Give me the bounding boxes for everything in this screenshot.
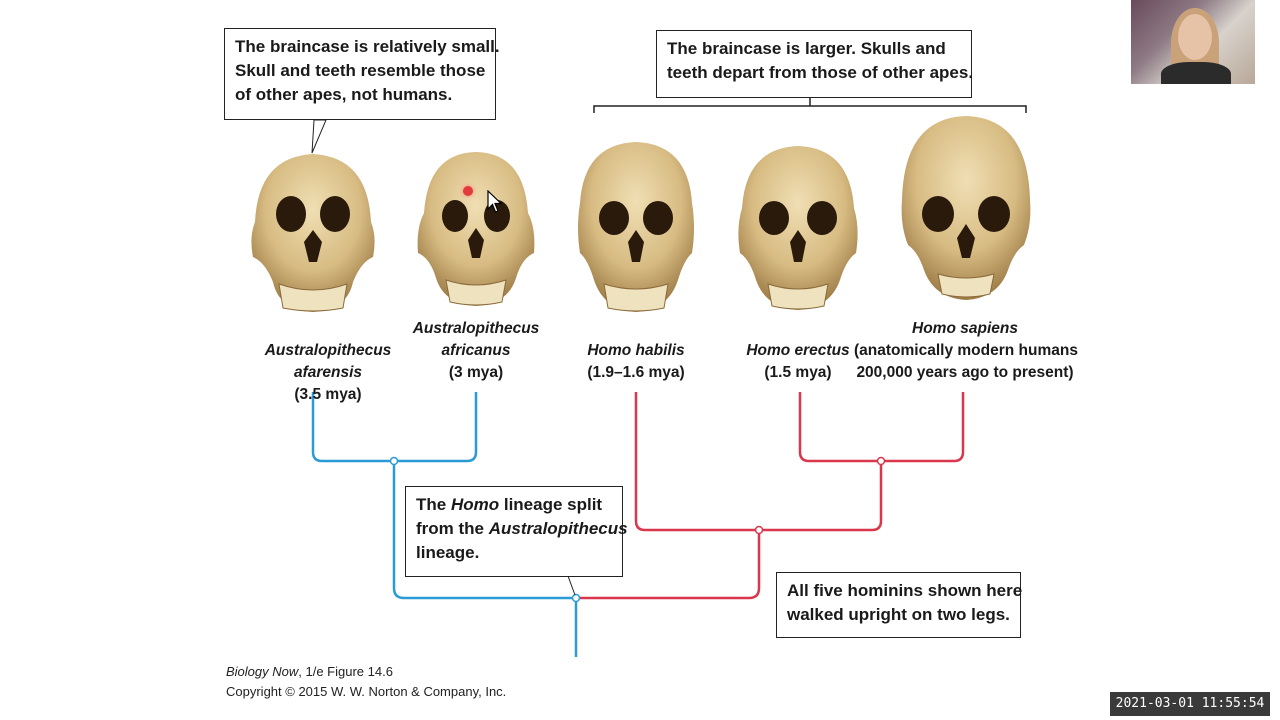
skull-africanus [417, 152, 535, 306]
presenter-body [1161, 62, 1231, 84]
callout-pointer-left [311, 119, 327, 154]
species-name: Australopithecus [412, 320, 540, 337]
species-name: africanus [441, 342, 511, 359]
callout-line: walked upright on two legs. [787, 605, 1010, 624]
copyright: Copyright © 2015 W. W. Norton & Company,… [226, 684, 507, 699]
species-date: (3.5 mya) [294, 386, 362, 403]
australopithecus-stem [392, 461, 576, 600]
text-fragment: Australopithecus [488, 519, 628, 538]
species-name: Homo erectus [746, 342, 850, 359]
callout-large-braincase: The braincase is larger. Skulls and teet… [656, 30, 974, 98]
text-fragment: The [416, 495, 451, 514]
callout-line: Skull and teeth resemble those [235, 61, 486, 80]
label-sapiens: Homo sapiens (anatomically modern humans… [854, 318, 1078, 384]
presenter-face [1178, 14, 1212, 60]
text-fragment: lineage split [499, 495, 603, 514]
recording-timestamp: 2021-03-01 11:55:54 [1110, 692, 1270, 716]
species-detail: 200,000 years ago to present) [856, 364, 1074, 381]
node-erectus-sapiens [876, 456, 886, 466]
node-australopithecus [389, 456, 399, 466]
label-africanus: Australopithecus africanus (3 mya) [400, 318, 552, 384]
species-name: afarensis [293, 364, 363, 381]
callout-pointer-split [562, 575, 576, 596]
callout-homo-split: The Homo lineage split from the Australo… [405, 486, 628, 577]
callout-line: The braincase is larger. Skulls and [667, 39, 946, 58]
node-root [571, 593, 581, 603]
skull-habilis [578, 142, 694, 312]
species-date: (1.9–1.6 mya) [587, 364, 685, 381]
figure-credit: Biology Now, 1/e Figure 14.6 Copyright ©… [226, 662, 506, 702]
callout-line: of other apes, not humans. [235, 85, 453, 104]
species-detail: (anatomically modern humans [854, 342, 1078, 359]
text-fragment: Homo [450, 495, 500, 514]
skull-afarensis [251, 154, 375, 312]
erectus-sapiens-branch [798, 392, 965, 463]
book-title: Biology Now [226, 664, 299, 679]
callout-line: The braincase is relatively small. [235, 37, 500, 56]
mouse-cursor-icon [487, 190, 503, 213]
callout-upright: All five hominins shown here walked upri… [776, 572, 1023, 638]
homo-stem [576, 530, 761, 600]
callout-line: teeth depart from those of other apes. [667, 63, 974, 82]
species-date: (3 mya) [448, 364, 504, 381]
species-date: (1.5 mya) [764, 364, 832, 381]
callout-line: lineage. [416, 543, 480, 562]
callout-small-braincase: The braincase is relatively small. Skull… [224, 28, 500, 120]
figure-number: , 1/e Figure 14.6 [298, 664, 393, 679]
label-afarensis: Australopithecus afarensis (3.5 mya) [248, 340, 408, 406]
label-habilis: Homo habilis (1.9–1.6 mya) [566, 340, 706, 384]
species-name: Homo sapiens [912, 320, 1018, 337]
webcam-video [1131, 0, 1255, 84]
callout-line: All five hominins shown here [787, 581, 1023, 600]
node-homo [754, 525, 764, 535]
text-fragment: from the [416, 519, 489, 538]
skull-sapiens [901, 116, 1031, 300]
species-name: Australopithecus [264, 342, 392, 359]
homo-bracket [593, 97, 1027, 113]
label-erectus: Homo erectus (1.5 mya) [730, 340, 866, 384]
species-name: Homo habilis [587, 342, 685, 359]
skull-erectus [738, 146, 858, 310]
laser-pointer-dot [463, 186, 473, 196]
